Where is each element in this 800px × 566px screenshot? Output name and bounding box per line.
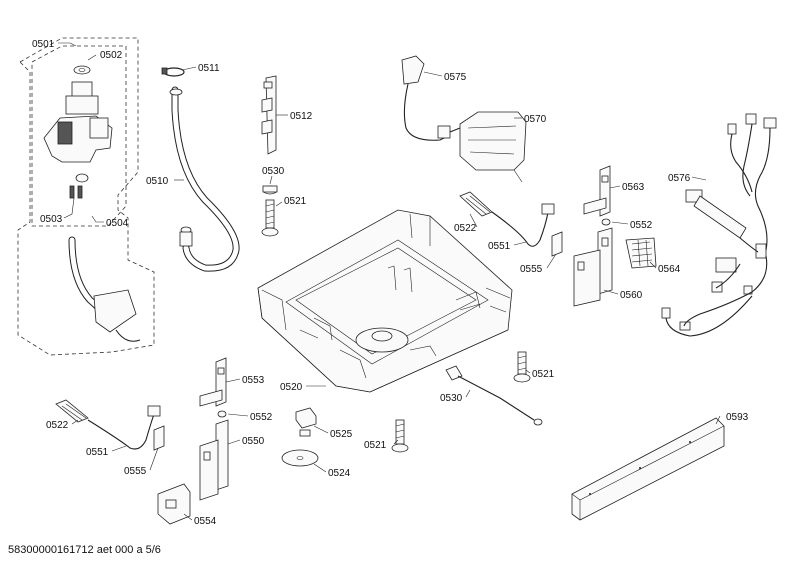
bracket-0560 (573, 227, 613, 307)
label-0555-top: 0555 (520, 264, 543, 275)
label-0521-top: 0521 (284, 196, 307, 207)
label-0576: 0576 (668, 173, 691, 184)
label-0520: 0520 (280, 382, 303, 393)
label-0521-bottom: 0521 (364, 440, 387, 451)
sensor-0551-top (491, 203, 555, 247)
holder-0555-top (551, 231, 563, 257)
label-0522-bottom: 0522 (46, 420, 69, 431)
heater-element-0522-top (459, 191, 493, 217)
label-0503: 0503 (40, 214, 63, 225)
label-0522-top: 0522 (454, 223, 477, 234)
label-0560: 0560 (620, 290, 643, 301)
bracket-0512 (261, 75, 277, 155)
label-0525: 0525 (330, 429, 353, 440)
bracket-0554 (157, 483, 191, 525)
label-0511: 0511 (198, 63, 220, 74)
label-0512: 0512 (290, 111, 313, 122)
holder-0555-bottom (153, 425, 165, 451)
label-0554: 0554 (194, 516, 217, 527)
label-0575: 0575 (444, 72, 467, 83)
label-0551-bottom: 0551 (86, 447, 109, 458)
control-module-0570 (459, 111, 527, 183)
label-0553: 0553 (242, 375, 265, 386)
label-0552-bottom: 0552 (250, 412, 273, 423)
label-0504: 0504 (106, 218, 129, 229)
foot-screw-0521-top (261, 199, 279, 237)
label-0521-right: 0521 (532, 369, 555, 380)
clip-0552-top (601, 218, 611, 226)
kickplate-0593 (571, 417, 725, 521)
bracket-0563 (583, 165, 611, 217)
guard-0564 (625, 237, 657, 269)
bracket-0553 (199, 357, 227, 407)
label-0501: 0501 (32, 39, 55, 50)
label-0550: 0550 (242, 436, 265, 447)
label-0530-bottom: 0530 (440, 393, 463, 404)
clip-0552-bottom (217, 410, 227, 418)
nut-0530-top (262, 185, 278, 195)
drain-hose-0510 (169, 86, 240, 272)
hose-clamp-0511 (161, 67, 185, 77)
inlet-valve-0502 (43, 65, 113, 199)
leader-lines (58, 42, 721, 521)
label-0570: 0570 (524, 114, 547, 125)
bracket-0550 (199, 419, 229, 501)
label-0563: 0563 (622, 182, 645, 193)
cable-0530-bottom (445, 365, 543, 426)
label-0530-top: 0530 (262, 166, 285, 177)
label-0555-bottom: 0555 (124, 466, 147, 477)
label-0510: 0510 (146, 176, 169, 187)
foot-screw-0521-right (513, 351, 531, 383)
mains-cable-0575 (401, 55, 461, 141)
part-group-0501 (17, 37, 155, 356)
label-0551-top: 0551 (488, 241, 511, 252)
part-labels: 0501 0502 0503 0504 0510 0511 0512 0530 … (32, 39, 749, 527)
disc-0524 (281, 449, 319, 467)
heater-element-0522-bottom (55, 399, 89, 423)
wiring-harness-0576 (661, 113, 777, 337)
label-0502: 0502 (100, 50, 123, 61)
sensor-0551-bottom (87, 405, 161, 450)
switch-0525 (295, 407, 317, 437)
label-0552-top: 0552 (630, 220, 653, 231)
base-tub-0520 (257, 209, 513, 393)
label-0564: 0564 (658, 264, 681, 275)
label-0524: 0524 (328, 468, 351, 479)
document-id: 58300000161712 aet 000 a 5/6 (8, 544, 161, 556)
label-0593: 0593 (726, 412, 749, 423)
foot-screw-0521-bottom (391, 419, 409, 453)
valve-hose-0504 (68, 236, 141, 342)
